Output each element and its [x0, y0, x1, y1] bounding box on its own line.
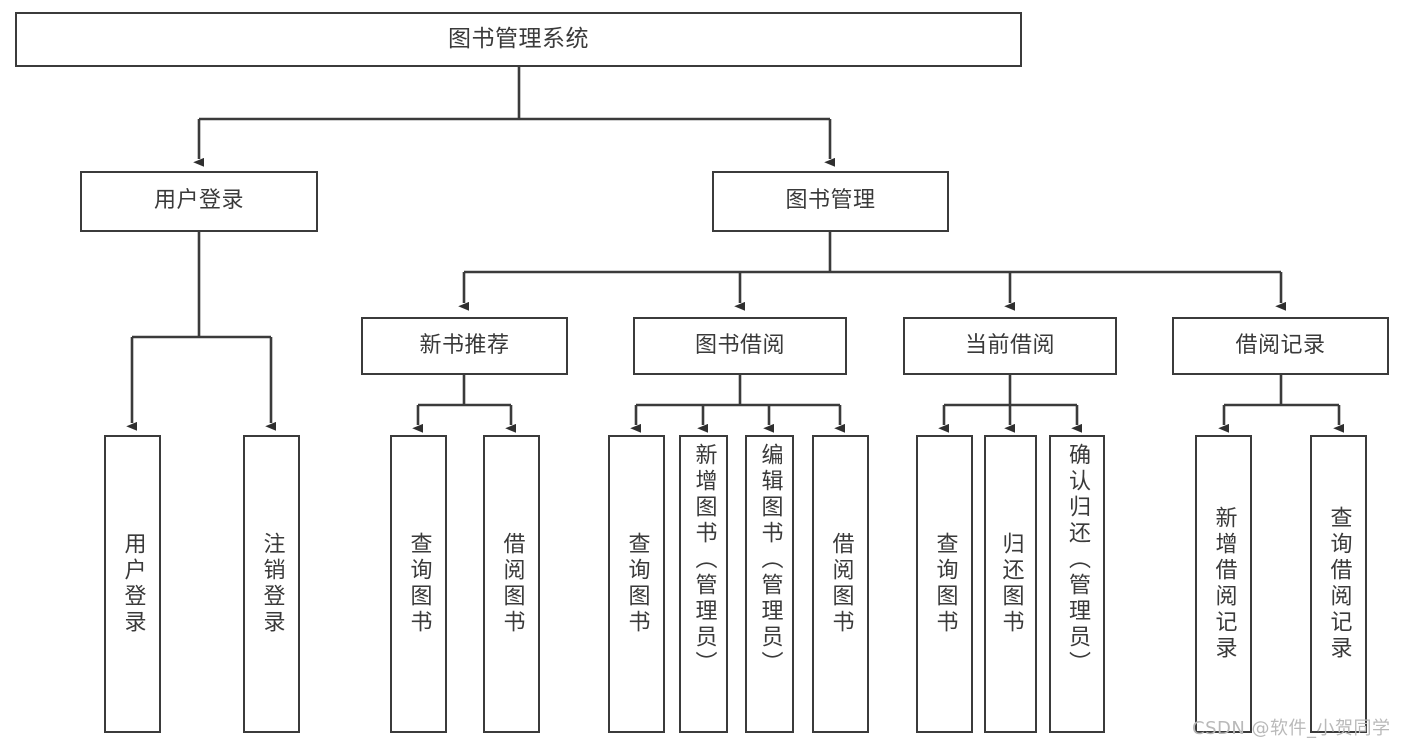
node-label: 借阅图书	[828, 532, 854, 636]
node-new-book-recommend[interactable]: 新书推荐	[361, 317, 568, 375]
leaf-borrow-book-new-recommend[interactable]: 借阅图书	[483, 435, 540, 733]
node-label: 新书推荐	[419, 332, 510, 358]
node-borrow-record[interactable]: 借阅记录	[1172, 317, 1389, 375]
node-label: 图书管理	[785, 188, 876, 214]
leaf-query-borrow-record[interactable]: 查询借阅记录	[1310, 435, 1367, 733]
node-label: 查询图书	[624, 532, 650, 636]
node-label: 新增借阅记录	[1211, 506, 1237, 662]
node-label: 借阅图书	[499, 532, 525, 636]
node-label: 借阅记录	[1235, 332, 1326, 358]
node-label: 查询图书	[406, 532, 432, 636]
node-current-borrow[interactable]: 当前借阅	[903, 317, 1117, 375]
leaf-add-borrow-record[interactable]: 新增借阅记录	[1195, 435, 1252, 733]
leaf-borrow-book-borrow[interactable]: 借阅图书	[812, 435, 869, 733]
node-label: 归还图书	[998, 532, 1024, 636]
node-label: 图书管理系统	[448, 25, 589, 52]
leaf-edit-book-admin[interactable]: 编辑图书（管理员）	[745, 435, 794, 733]
leaf-query-book-current[interactable]: 查询图书	[916, 435, 973, 733]
node-label: 用户登录	[153, 188, 244, 214]
leaf-query-book-borrow[interactable]: 查询图书	[608, 435, 665, 733]
node-label: 新增图书（管理员）	[691, 443, 717, 677]
leaf-add-book-admin[interactable]: 新增图书（管理员）	[679, 435, 728, 733]
node-label: 当前借阅	[964, 332, 1055, 358]
node-user-login[interactable]: 用户登录	[80, 171, 318, 232]
node-book-management[interactable]: 图书管理	[712, 171, 949, 232]
node-label: 查询图书	[932, 532, 958, 636]
leaf-user-login[interactable]: 用户登录	[104, 435, 161, 733]
node-label: 图书借阅	[694, 332, 785, 358]
node-label: 编辑图书（管理员）	[757, 443, 783, 677]
node-book-borrow[interactable]: 图书借阅	[633, 317, 847, 375]
leaf-return-book[interactable]: 归还图书	[984, 435, 1037, 733]
node-label: 注销登录	[259, 532, 285, 636]
leaf-query-book-new-recommend[interactable]: 查询图书	[390, 435, 447, 733]
node-label: 确认归还（管理员）	[1065, 443, 1090, 677]
node-label: 用户登录	[120, 532, 146, 636]
leaf-logout[interactable]: 注销登录	[243, 435, 300, 733]
leaf-confirm-return-admin[interactable]: 确认归还（管理员）	[1049, 435, 1105, 733]
node-root-book-management-system[interactable]: 图书管理系统	[15, 12, 1022, 67]
node-label: 查询借阅记录	[1326, 506, 1352, 662]
